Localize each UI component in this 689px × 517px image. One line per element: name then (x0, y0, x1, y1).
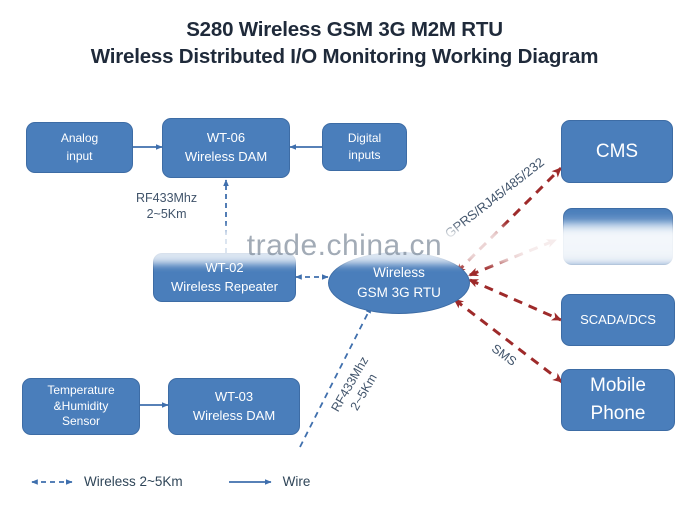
legend-item-wire: Wire (227, 474, 311, 489)
cellular-rtu-to-scada (468, 278, 562, 322)
node-rtu-line2: GSM 3G RTU (357, 285, 441, 300)
node-mobile-line2: Phone (590, 403, 646, 424)
node-mobile-line1: Mobile (590, 375, 646, 397)
node-wt06-line1: WT-06 (206, 130, 246, 146)
legend-item-wireless: Wireless 2~5Km (28, 474, 183, 489)
wire-solid-arrow-icon (228, 478, 272, 485)
node-sensor-line3: Sensor (61, 414, 101, 429)
label-rf433-top-line2: 2~5Km (146, 207, 187, 222)
node-wireless-gsm-3g-rtu[interactable]: Wireless GSM 3G RTU (328, 252, 470, 314)
node-digital-inputs-line2: inputs (348, 148, 381, 162)
node-sensor-line2: &Humidity (53, 398, 109, 413)
node-obscured-watermarked[interactable] (563, 208, 673, 265)
node-wt03[interactable]: WT-03 Wireless DAM (168, 378, 300, 435)
node-digital-inputs-line1: Digital (347, 130, 382, 145)
node-analog-input-line2: input (66, 148, 93, 163)
legend-wire-label: Wire (282, 474, 311, 489)
wireless-dashed-arrow-icon (31, 478, 73, 485)
node-digital-inputs[interactable]: Digital inputs (322, 123, 407, 171)
label-rf433-top: RF433Mhz 2~5Km (136, 190, 197, 223)
node-cms-label: CMS (595, 140, 639, 162)
label-rf433-top-line1: RF433Mhz (136, 191, 198, 205)
node-sensor-line1: Temperature (47, 383, 115, 398)
node-wt02-line2: Wireless Repeater (171, 278, 278, 294)
node-wt02-repeater[interactable]: WT-02 Wireless Repeater (153, 253, 296, 302)
title-line-2: Wireless Distributed I/O Monitoring Work… (90, 45, 599, 69)
legend: Wireless 2~5Km Wire (28, 474, 310, 489)
node-wt06-line2: Wireless DAM (184, 149, 268, 164)
node-analog-input-line1: Analog (60, 131, 99, 146)
node-scada-label: SCADA/DCS (580, 311, 656, 327)
cellular-rtu-to-mobile (453, 298, 563, 384)
wireless-wt03-to-rtu (299, 306, 372, 448)
title-line-1: S280 Wireless GSM 3G M2M RTU (186, 18, 503, 41)
node-analog-input[interactable]: Analog input (26, 122, 133, 173)
node-mobile-phone[interactable]: Mobile Phone (561, 369, 675, 431)
page-title: S280 Wireless GSM 3G M2M RTU Wireless Di… (0, 16, 689, 70)
node-temperature-humidity-sensor[interactable]: Temperature &Humidity Sensor (22, 378, 140, 435)
node-scada-dcs[interactable]: SCADA/DCS (561, 294, 675, 346)
legend-wireless-label: Wireless 2~5Km (84, 474, 183, 489)
node-wt06[interactable]: WT-06 Wireless DAM (162, 118, 290, 178)
node-rtu-line1: Wireless (373, 265, 425, 281)
node-cms[interactable]: CMS (561, 120, 673, 183)
node-wt03-line2: Wireless DAM (192, 407, 276, 423)
node-wt02-line1: WT-02 (205, 259, 244, 275)
node-wt03-line1: WT-03 (214, 388, 254, 404)
